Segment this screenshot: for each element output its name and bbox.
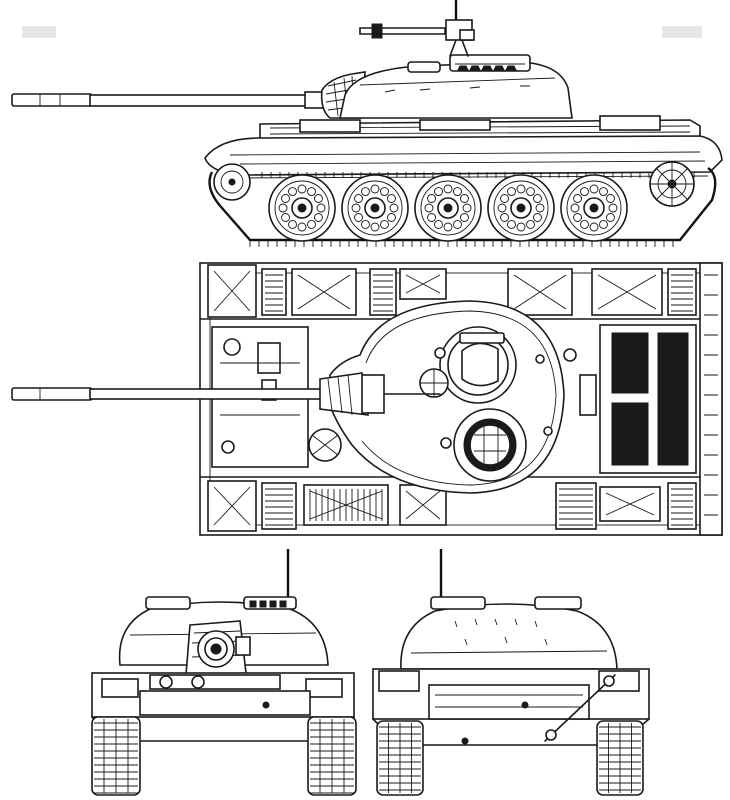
side-road-wheels — [268, 174, 628, 242]
top-view-drawing — [11, 262, 723, 536]
rear-tracks — [376, 720, 644, 796]
side-idler-wheel — [213, 163, 251, 201]
stowage-box — [369, 268, 397, 316]
faint-corner-mark-right — [662, 26, 702, 38]
side-turret — [339, 0, 573, 119]
track-right — [596, 720, 644, 796]
stowage-box — [399, 484, 447, 526]
top-turret — [329, 300, 565, 494]
stowage-box — [399, 268, 447, 300]
front-gun-mantlet — [185, 620, 251, 676]
road-wheel-4 — [487, 174, 555, 242]
stowage-box — [207, 480, 257, 532]
track-left — [91, 716, 141, 796]
faint-corner-mark-left — [22, 26, 56, 38]
road-wheel-5 — [560, 174, 628, 242]
top-gun-barrel — [11, 372, 441, 416]
stowage-box — [261, 268, 287, 316]
stowage-box — [507, 268, 573, 316]
stowage-box — [555, 482, 597, 530]
front-hull — [91, 672, 355, 742]
stowage-box — [667, 482, 697, 530]
front-view — [80, 545, 365, 800]
front-tracks — [91, 716, 357, 796]
track-right — [307, 716, 357, 796]
side-drive-sprocket — [649, 161, 695, 207]
road-wheel-3 — [414, 174, 482, 242]
stowage-box — [667, 268, 697, 316]
fender-grille — [309, 489, 383, 521]
top-stowage-boxes — [207, 264, 697, 532]
road-wheel-2 — [341, 174, 409, 242]
rear-hull — [372, 668, 650, 746]
stowage-box — [591, 268, 663, 316]
stowage-box — [261, 482, 297, 530]
stowage-box — [291, 268, 357, 316]
side-view-drawing — [11, 0, 723, 247]
side-hull — [204, 115, 723, 176]
stowage-box — [599, 486, 661, 522]
rear-view-drawing — [372, 549, 650, 796]
side-view — [0, 0, 730, 255]
top-engine-grilles — [599, 262, 723, 536]
front-view-drawing — [91, 549, 357, 796]
top-view — [0, 255, 730, 545]
road-wheel-1 — [268, 174, 336, 242]
rear-view — [365, 545, 655, 800]
side-gun-barrel — [11, 91, 328, 109]
rear-turret — [400, 596, 618, 670]
track-left — [376, 720, 424, 796]
stowage-box — [207, 264, 257, 318]
top-hull-fittings — [308, 348, 597, 462]
